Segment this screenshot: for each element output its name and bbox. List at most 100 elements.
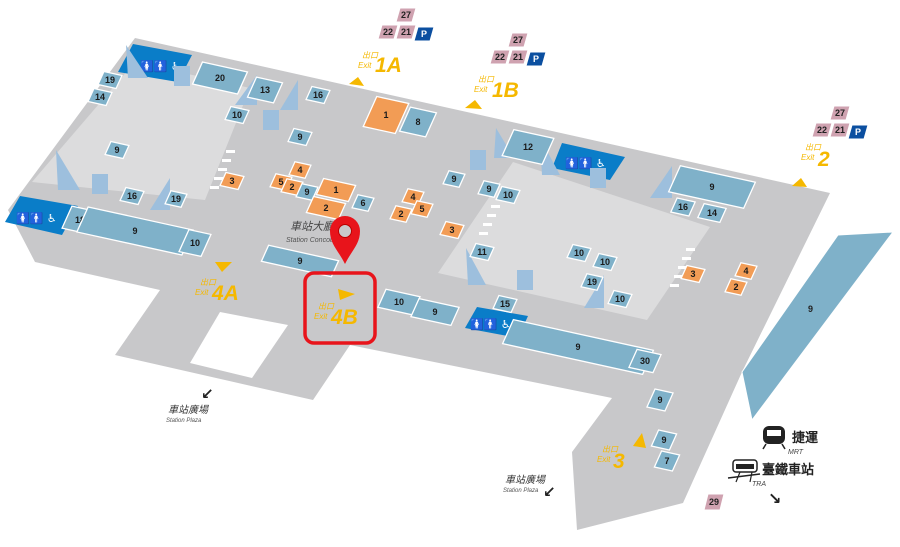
shop-11[interactable]: 11 [469, 242, 495, 262]
shop-label: 9 [661, 435, 666, 445]
exit-4A[interactable]: 出口 Exit 4A [195, 262, 239, 305]
svg-text:捷運: 捷運 [792, 430, 818, 446]
exit-1A[interactable]: 出口 Exit 1A [349, 51, 402, 86]
shop-19[interactable]: 19 [164, 189, 188, 209]
shop-label: 1 [333, 185, 338, 195]
shop-3[interactable]: 3 [680, 264, 706, 284]
tra-link[interactable]: 臺鐵車站 TRA ↘ [727, 459, 814, 508]
shop-area [442, 169, 466, 189]
shop-area [477, 179, 501, 199]
shop-label: 9 [432, 307, 437, 317]
shop-label: 10 [232, 110, 242, 120]
shop-9[interactable]: 9 [442, 169, 466, 189]
svg-text:Exit: Exit [474, 85, 488, 94]
shop-7[interactable]: 7 [653, 450, 681, 472]
shop-10[interactable]: 10 [566, 243, 592, 263]
shop-area [724, 277, 748, 297]
shop-area [680, 264, 706, 284]
shop-9[interactable]: 9 [650, 429, 678, 451]
shop-area [104, 140, 130, 160]
shop-9[interactable]: 9 [104, 140, 130, 160]
shop-3[interactable]: 3 [439, 220, 465, 240]
restroom-left[interactable]: 🚺🚹 ♿ [5, 196, 78, 235]
exit-1B[interactable]: 出口 Exit 1B [465, 75, 519, 109]
shop-9[interactable]: 9 [646, 388, 674, 412]
shop-13[interactable]: 13 [246, 76, 284, 104]
shop-30[interactable]: 30 [628, 348, 662, 374]
shop-2[interactable]: 2 [724, 277, 748, 297]
exit-4B[interactable]: 出口 Exit 4B [303, 271, 377, 345]
shop-area [191, 61, 249, 95]
shop-9[interactable]: 9 [501, 318, 655, 376]
shop-1[interactable]: 1 [315, 177, 357, 203]
escalator-icon [56, 150, 80, 190]
shop-9[interactable]: 9 [287, 127, 313, 147]
plaza-cutout [190, 312, 288, 378]
shop-area [410, 297, 460, 327]
shop-4[interactable]: 4 [734, 261, 758, 281]
mrt-link[interactable]: 捷運 MRT [762, 426, 818, 456]
svg-text:21: 21 [513, 52, 523, 62]
shop-label: 9 [297, 132, 302, 142]
shop-9[interactable]: 9 [75, 206, 195, 256]
shop-10[interactable]: 10 [178, 228, 212, 258]
shop-label: 5 [278, 177, 283, 187]
svg-text:29: 29 [709, 497, 719, 507]
shop-10[interactable]: 10 [495, 185, 521, 205]
tra-train-icon [727, 459, 761, 483]
shop-9-large-right[interactable] [741, 231, 895, 422]
svg-text:出口: 出口 [200, 278, 217, 287]
shop-label: 12 [523, 142, 533, 152]
shop-area [580, 272, 604, 292]
exit-3[interactable]: 出口 Exit 3 [597, 433, 646, 473]
shop-10[interactable]: 10 [224, 105, 250, 125]
shop-label: 3 [449, 225, 454, 235]
shop-16[interactable]: 16 [305, 85, 331, 105]
shop-area [164, 189, 188, 209]
shop-2[interactable]: 2 [389, 204, 413, 224]
crosswalk-mid [479, 205, 500, 235]
shop-1[interactable]: 1 [362, 95, 410, 135]
svg-text:P: P [421, 29, 427, 39]
exit-2[interactable]: 出口 Exit 2 [792, 143, 830, 187]
shop-label: 9 [451, 174, 456, 184]
shop-10[interactable]: 10 [592, 252, 618, 272]
shop-9[interactable]: 9 [477, 179, 501, 199]
svg-text:2: 2 [817, 148, 830, 171]
shop-15[interactable]: 15 [492, 294, 518, 314]
elevator-icon [470, 150, 486, 170]
shop-area [219, 171, 245, 191]
shop-4[interactable]: 4 [288, 160, 312, 180]
svg-text:27: 27 [401, 10, 411, 20]
shop-9[interactable]: 9 [260, 244, 340, 278]
shop-16[interactable]: 16 [669, 197, 697, 217]
arrow-down-right-icon: ↘ [768, 489, 781, 508]
shop-10[interactable]: 10 [607, 289, 633, 309]
shop-label: 3 [690, 269, 695, 279]
shop-14[interactable]: 14 [696, 202, 728, 224]
shop-14[interactable]: 14 [87, 87, 113, 107]
svg-text:Exit: Exit [195, 288, 209, 297]
shop-19[interactable]: 19 [97, 70, 123, 90]
shop-label: 15 [500, 299, 510, 309]
shop-12[interactable]: 12 [501, 128, 555, 166]
shop-9[interactable]: 9 [667, 165, 757, 209]
shop-20[interactable]: 20 [191, 61, 249, 95]
shop-area [287, 127, 313, 147]
station-plaza-left[interactable]: ↙ 車站廣場 Station Plaza [166, 385, 214, 424]
shop-area [469, 242, 495, 262]
restroom-top-right[interactable]: 🚺🚹 ♿ [552, 143, 625, 180]
shop-9[interactable]: 9 [410, 297, 460, 327]
shop-5[interactable]: 5 [410, 199, 434, 219]
shop-label: 3 [229, 176, 234, 186]
arrow-down-left-icon: ↙ [543, 483, 556, 501]
shop-19[interactable]: 19 [580, 272, 604, 292]
shop-area [628, 348, 662, 374]
svg-text:出口: 出口 [602, 445, 619, 454]
shop-16[interactable]: 16 [119, 186, 145, 206]
station-plaza-right[interactable]: 車站廣場 Station Plaza ↙ [503, 474, 556, 501]
shop-6[interactable]: 6 [351, 193, 375, 213]
shop-8[interactable]: 8 [398, 106, 438, 138]
shop-3[interactable]: 3 [219, 171, 245, 191]
